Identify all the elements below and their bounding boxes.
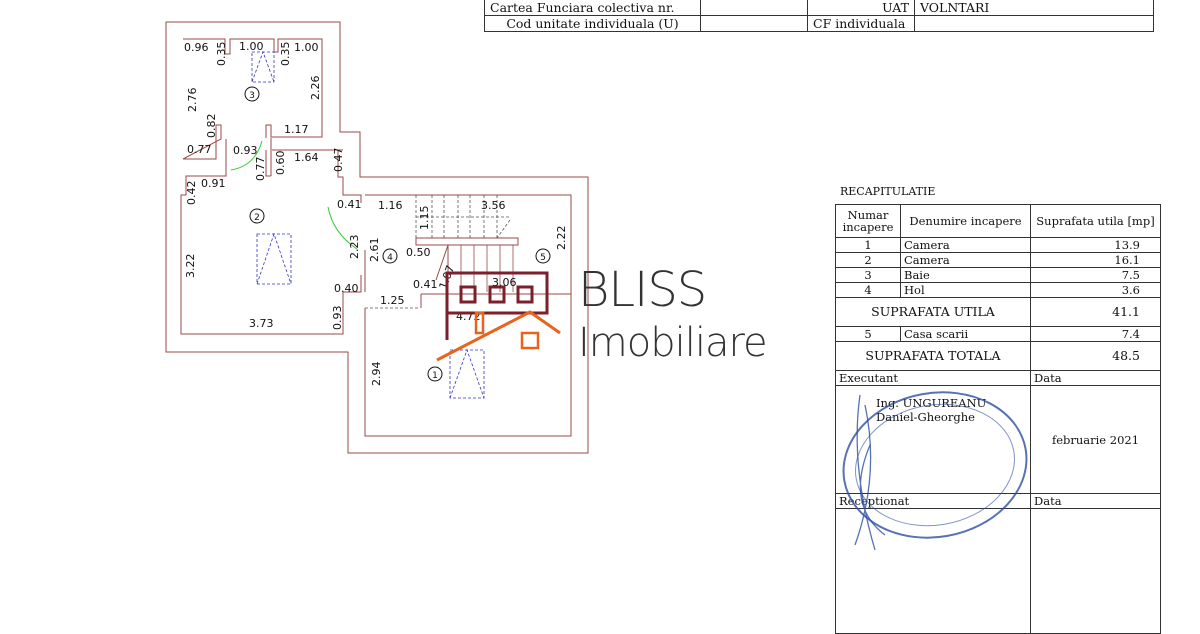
room-2-wall [180,138,362,335]
svg-text:0.50: 0.50 [406,246,431,259]
svg-text:3.56: 3.56 [481,199,506,212]
stair-dashed [365,195,511,309]
svg-text:0.41: 0.41 [337,198,362,211]
svg-text:0.40: 0.40 [334,282,359,295]
col-name-header: Denumire incapere [900,204,1031,238]
svg-text:1.16: 1.16 [378,199,403,212]
svg-text:2.61: 2.61 [368,238,381,263]
cf-individuala-label: CF individuala [807,15,915,32]
window-3 [251,51,275,83]
room-number-5: 5 [535,248,551,264]
receptionat-cell [835,508,1031,634]
room-number-2: 2 [249,208,265,224]
date-value: februarie 2021 [1030,385,1161,494]
receptionat-date-cell [1030,508,1161,634]
svg-text:0.41: 0.41 [413,278,438,291]
svg-text:1.64: 1.64 [294,151,319,164]
window-2 [256,233,292,285]
room-number-3: 3 [244,86,260,102]
executant-label: Executant [835,370,1031,386]
logo-text-imobiliare: Imobiliare [578,320,768,366]
door-swing-3 [230,140,263,171]
svg-text:2.76: 2.76 [186,88,199,113]
cf-individuala-value [914,15,1154,32]
executant-cell: Ing. UNGUREANU Daniel-Gheorghe [835,385,1031,494]
room-number-1: 1 [427,366,443,382]
receptionat-label: Receptionat [835,493,1031,509]
data-label: Data [1030,370,1161,386]
svg-text:1.00: 1.00 [239,40,264,53]
svg-text:3.73: 3.73 [249,317,274,330]
svg-text:1.00: 1.00 [294,41,319,54]
logo-icon [436,271,561,362]
col-area-header: Suprafata utila [mp] [1030,204,1161,238]
svg-text:1.17: 1.17 [284,123,309,136]
svg-text:0.60: 0.60 [274,151,287,176]
recap-title: RECAPITULATIE [840,185,936,198]
outer-wall [165,21,589,454]
window-1 [449,349,485,399]
recap-table: Numar incapere Denumire incapere Suprafa… [835,204,1161,634]
room-number-4: 4 [382,248,398,264]
svg-text:0.47: 0.47 [332,148,345,173]
svg-text:2.94: 2.94 [370,362,383,387]
svg-text:0.93: 0.93 [233,144,258,157]
logo-text-bliss: BLISS [578,262,707,318]
header-table: Cartea Funciara colectiva nr. UAT VOLNTA… [484,0,1154,32]
svg-text:2.23: 2.23 [348,235,361,260]
svg-text:0.96: 0.96 [184,41,209,54]
svg-text:5: 5 [540,253,546,263]
svg-text:2: 2 [254,213,260,223]
svg-text:0.42: 0.42 [185,181,198,206]
room-3-wall [182,38,323,160]
svg-text:4: 4 [387,253,393,263]
svg-text:0.77: 0.77 [187,143,212,156]
svg-text:0.35: 0.35 [279,42,292,67]
svg-text:0.93: 0.93 [331,306,344,331]
svg-text:1: 1 [432,371,438,381]
room-numbers: 3 2 4 5 1 [244,86,551,382]
svg-text:0.77: 0.77 [254,157,267,182]
data-label-2: Data [1030,493,1161,509]
engineer-name: Ing. UNGUREANU [876,396,987,410]
svg-text:3.22: 3.22 [184,254,197,279]
svg-text:0.82: 0.82 [205,114,218,139]
svg-text:2.26: 2.26 [309,76,322,101]
col-num-header: Numar incapere [835,204,901,238]
svg-text:3: 3 [249,91,255,101]
door-swing-2 [327,206,358,250]
dimensions: 0.96 0.35 1.00 0.35 1.00 2.76 2.26 0.82 … [184,40,568,386]
svg-text:1.15: 1.15 [418,206,431,231]
svg-text:0.91: 0.91 [201,177,226,190]
svg-text:2.22: 2.22 [555,226,568,251]
svg-text:0.35: 0.35 [215,42,228,67]
engineer-firstname: Daniel-Gheorghe [876,410,975,424]
svg-text:1.25: 1.25 [380,294,405,307]
right-block-wall [364,194,572,437]
